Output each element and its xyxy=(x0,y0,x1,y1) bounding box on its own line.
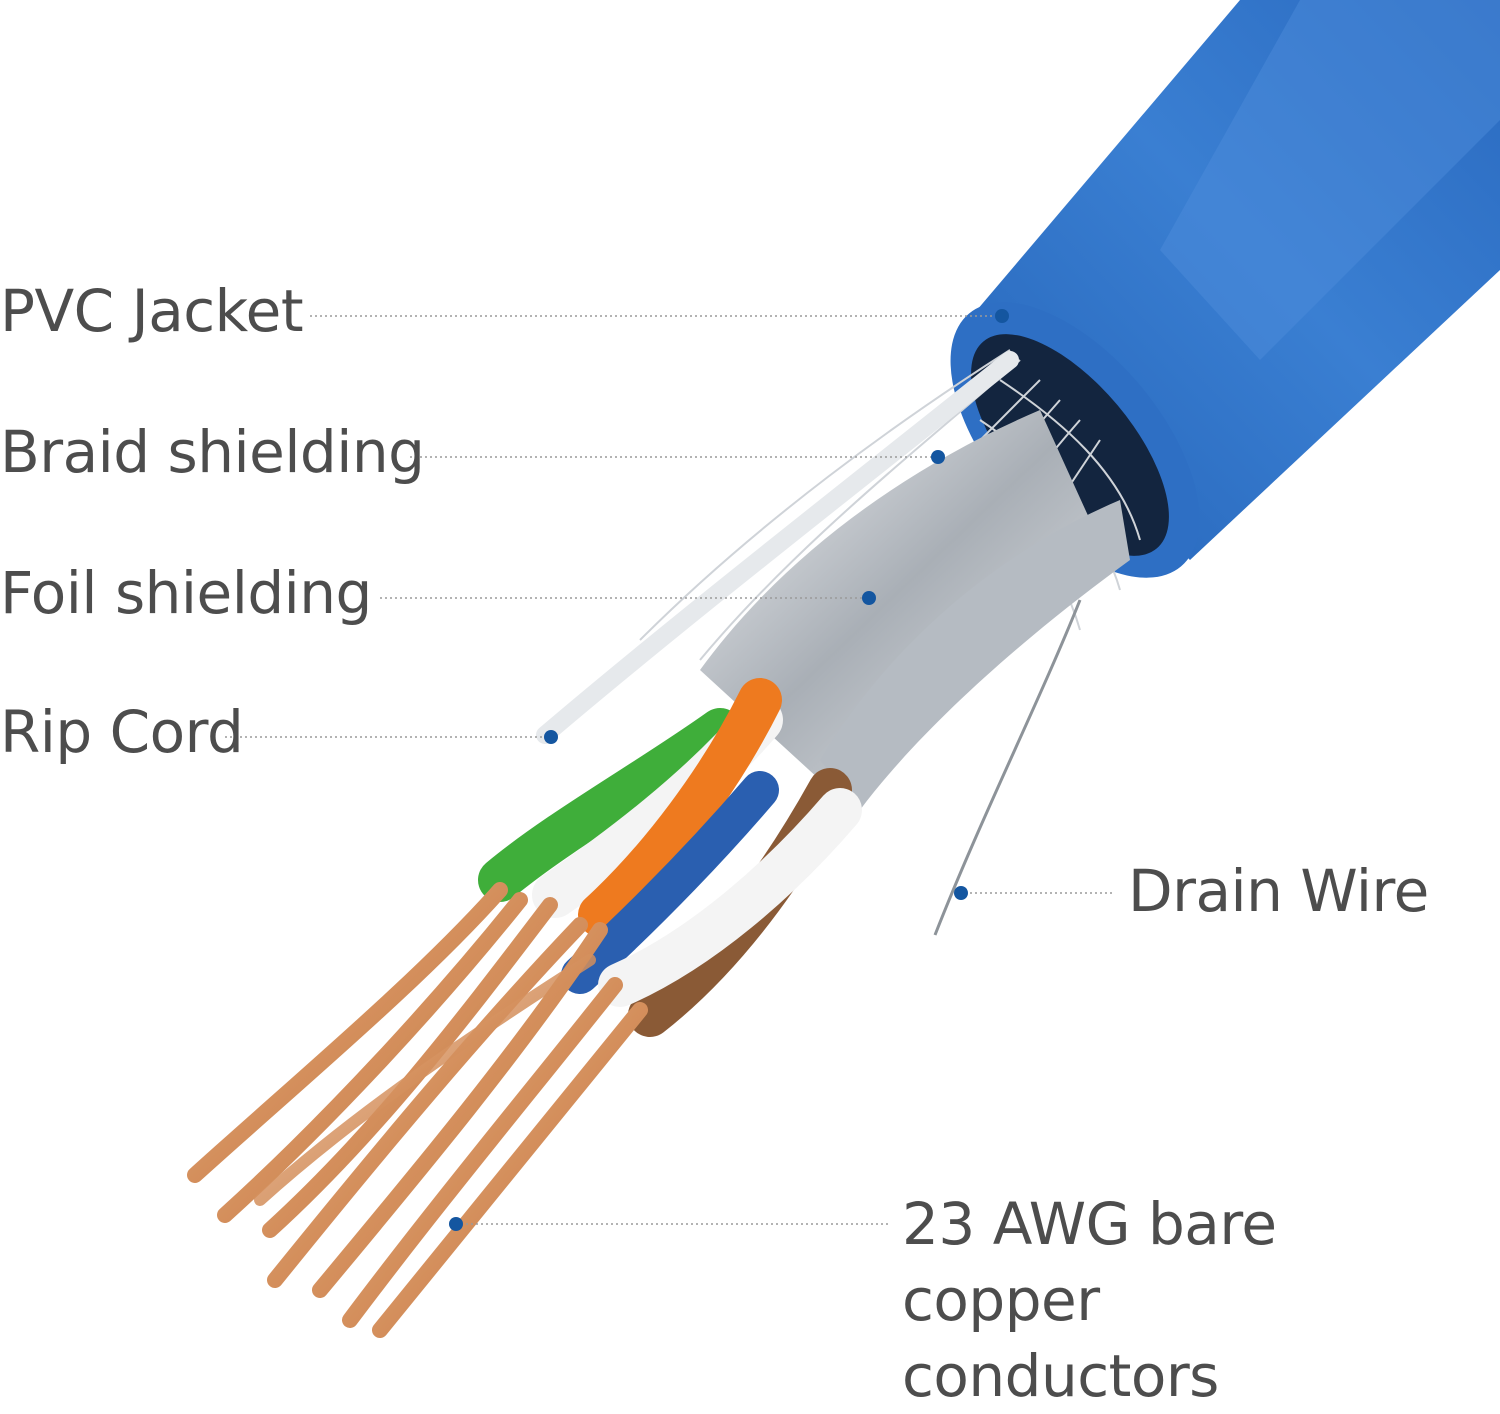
copper-conductors-illustration xyxy=(187,882,648,1338)
leader-lines xyxy=(225,315,1115,1225)
pvc-jacket-marker-dot xyxy=(995,309,1009,323)
cable-diagram xyxy=(187,0,1500,1338)
copper-conductors-label-line2: conductors xyxy=(902,1342,1219,1410)
marker-dots xyxy=(449,309,1009,1231)
drain-wire-label: Drain Wire xyxy=(1128,857,1429,925)
braid-shielding-label: Braid shielding xyxy=(0,418,425,486)
foil-shielding-label: Foil shielding xyxy=(0,559,372,627)
copper-conductors-label-line1: 23 AWG bare copper xyxy=(902,1190,1277,1334)
foil-shielding-marker-dot xyxy=(862,591,876,605)
braid-shielding-marker-dot xyxy=(931,450,945,464)
copper-conductors-label: 23 AWG bare copper conductors xyxy=(902,1186,1462,1414)
copper-conductors-marker-dot xyxy=(449,1217,463,1231)
rip-cord-illustration xyxy=(536,351,1019,744)
twisted-pairs-illustration xyxy=(478,678,862,1037)
foil-shielding-illustration xyxy=(700,410,1130,810)
rip-cord-marker-dot xyxy=(544,730,558,744)
drain-wire-marker-dot xyxy=(954,886,968,900)
drain-wire-illustration xyxy=(933,599,1082,936)
pvc-jacket-label: PVC Jacket xyxy=(0,277,304,345)
rip-cord-label: Rip Cord xyxy=(0,698,244,766)
